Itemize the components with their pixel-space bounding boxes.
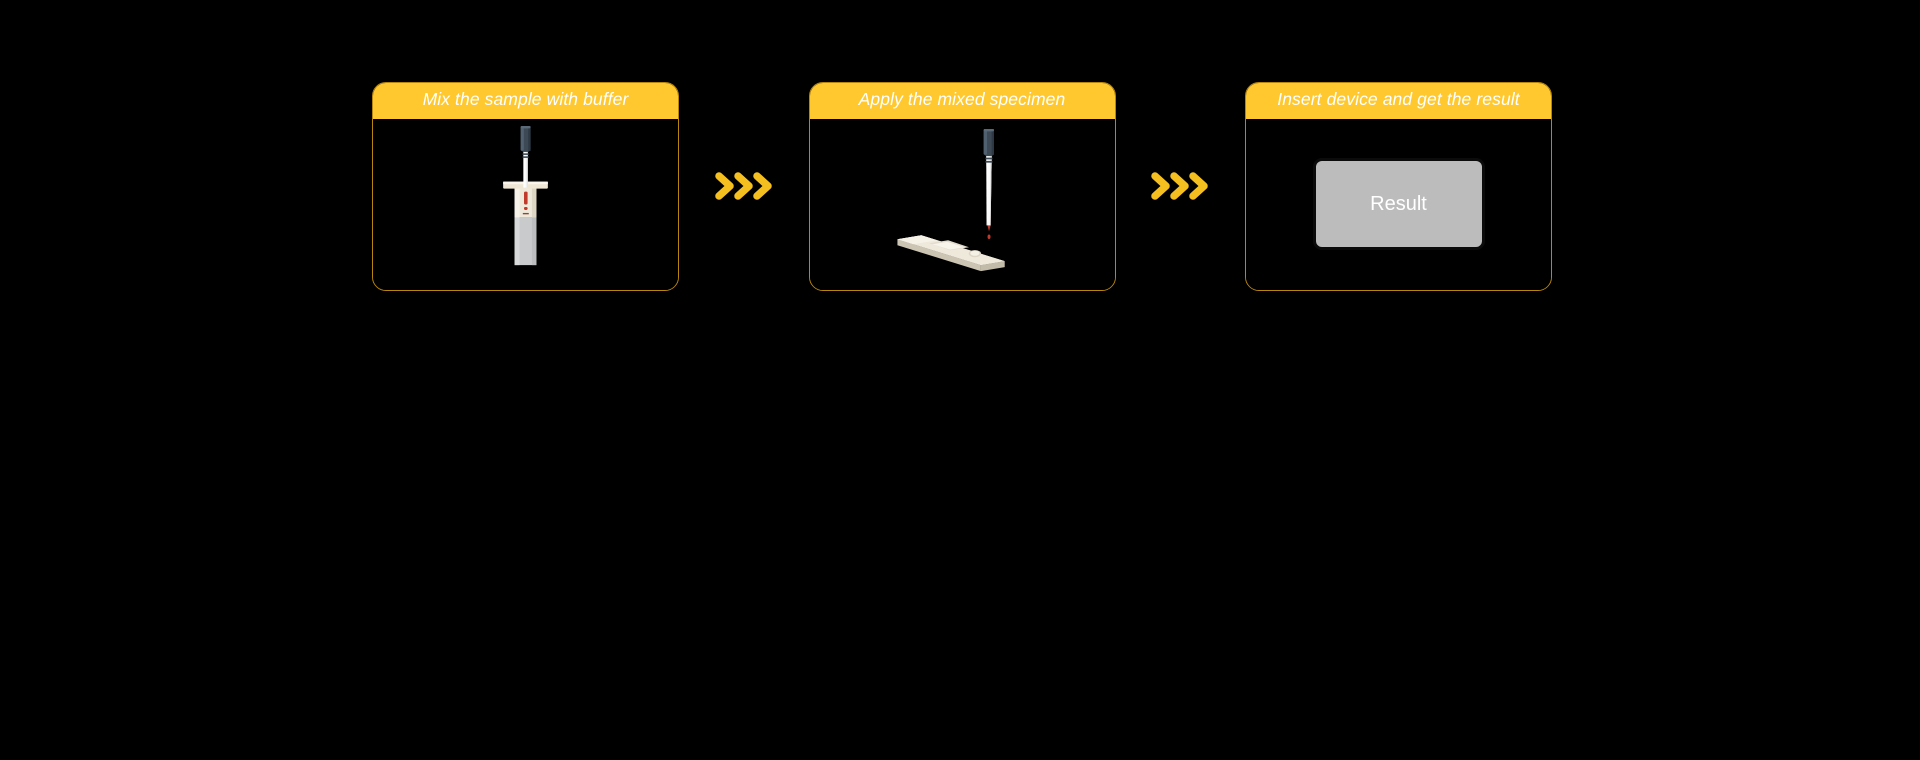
procedure-flow-row: Mix the sample with buffer (372, 76, 1552, 296)
step-card-3-header: Insert device and get the result (1246, 82, 1551, 119)
step-card-1[interactable]: Mix the sample with buffer (372, 81, 679, 291)
step-card-1-body (373, 118, 678, 290)
step-card-2-body (809, 118, 1115, 290)
test-cassette (896, 234, 1005, 271)
dropper-over-cassette-illustration (810, 119, 1115, 290)
triple-chevron-right-icon (1151, 172, 1208, 200)
step-card-2-title: Apply the mixed specimen (858, 89, 1066, 110)
swab-in-buffer-tube-illustration (373, 119, 678, 290)
result-placeholder-label: Result (1370, 193, 1427, 215)
step-card-3[interactable]: Insert device and get the result Result (1245, 81, 1552, 291)
step-card-3-title: Insert device and get the result (1277, 89, 1520, 110)
result-placeholder-box[interactable]: Result (1312, 158, 1485, 250)
connector-2 (1145, 162, 1215, 210)
connector-1 (709, 162, 779, 210)
step-card-2-header: Apply the mixed specimen (809, 82, 1115, 119)
step-card-2[interactable]: Apply the mixed specimen (808, 81, 1116, 291)
step-card-3-body: Result (1246, 118, 1551, 290)
step-card-1-title: Mix the sample with buffer (422, 89, 629, 110)
triple-chevron-right-icon (715, 172, 772, 200)
step-card-1-header: Mix the sample with buffer (373, 82, 678, 119)
